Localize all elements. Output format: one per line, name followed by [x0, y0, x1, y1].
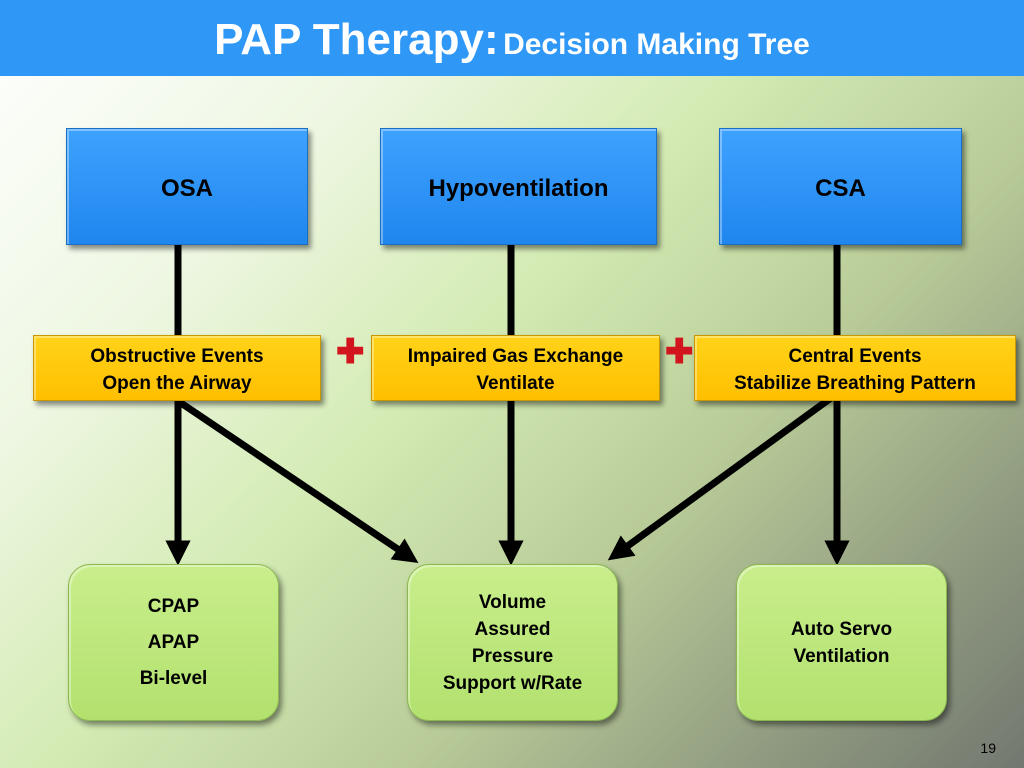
top-box-hypoventilation: Hypoventilation [380, 128, 657, 245]
middle-box-line1: Obstructive Events [90, 346, 264, 367]
plus-icon: ✚ [336, 333, 365, 371]
bottom-box-line: Auto Servo [790, 618, 893, 640]
bottom-box-line: Assured [474, 618, 551, 640]
middle-box-gas-exchange: Impaired Gas Exchange Ventilate [371, 335, 660, 401]
bottom-box-line: Volume [478, 591, 547, 613]
top-box-label: CSA [815, 175, 866, 202]
top-box-osa: OSA [66, 128, 308, 245]
bottom-box-line: Ventilation [793, 645, 890, 667]
bottom-box-line: Pressure [471, 645, 554, 667]
middle-box-central: Central Events Stabilize Breathing Patte… [694, 335, 1016, 401]
bottom-box-line: CPAP [147, 595, 200, 617]
middle-box-line2: Ventilate [476, 373, 555, 394]
bottom-box-volume-assured: Volume Assured Pressure Support w/Rate [407, 564, 618, 721]
plus-icon: ✚ [665, 333, 694, 371]
top-box-label: Hypoventilation [428, 175, 609, 202]
title-bar: PAP Therapy: Decision Making Tree [0, 0, 1024, 76]
middle-box-line2: Stabilize Breathing Pattern [734, 373, 976, 394]
bottom-box-cpap: CPAP APAP Bi-level [68, 564, 279, 721]
middle-box-line1: Central Events [788, 346, 922, 367]
middle-box-obstructive: Obstructive Events Open the Airway [33, 335, 321, 401]
middle-box-line1: Impaired Gas Exchange [407, 346, 624, 367]
arrow-central-to-volume [607, 392, 838, 561]
bottom-box-line: Bi-level [139, 667, 208, 689]
middle-box-line2: Open the Airway [102, 373, 252, 394]
bottom-box-auto-servo: Auto Servo Ventilation [736, 564, 947, 721]
top-box-label: OSA [160, 175, 213, 202]
slide-number: 19 [980, 740, 996, 756]
arrow-obstructive-to-volume [176, 398, 419, 564]
bottom-box-line: Support w/Rate [442, 672, 583, 694]
title-main: PAP Therapy: [214, 15, 499, 64]
title-sub: Decision Making Tree [503, 28, 810, 61]
top-box-csa: CSA [719, 128, 962, 245]
bottom-box-line: APAP [147, 631, 200, 653]
